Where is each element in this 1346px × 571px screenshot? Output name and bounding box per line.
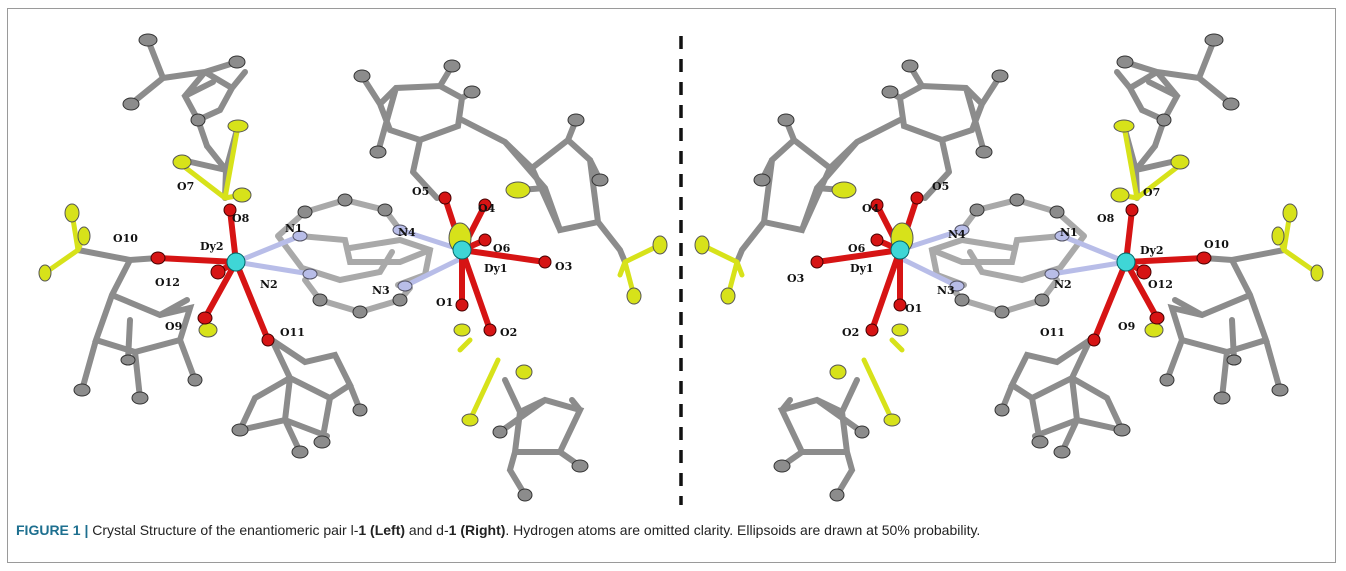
label-N1-right: N1 — [1060, 226, 1078, 239]
molecule-right: O4 O5 O6 O3 Dy1 O2 O1 N4 N1 N3 N2 O8 O7 … — [694, 33, 1324, 502]
label-O10: O10 — [113, 232, 138, 245]
label-N3: N3 — [372, 284, 390, 297]
label-N2-right: N2 — [1054, 278, 1072, 291]
label-Dy2: Dy2 — [200, 240, 224, 253]
caption-part: Crystal Structure of the enantiomeric pa… — [88, 522, 359, 538]
label-N1: N1 — [285, 222, 303, 235]
label-O7-right: O7 — [1143, 186, 1160, 199]
label-O3: O3 — [555, 260, 572, 273]
label-O12: O12 — [155, 276, 180, 289]
label-N4-right: N4 — [948, 228, 966, 241]
caption-text: Crystal Structure of the enantiomeric pa… — [88, 522, 980, 538]
figure-label: FIGURE 1 | — [16, 522, 89, 538]
molecule-left: O7 O8 O10 Dy2 O12 O9 O11 N1 N2 N3 N4 O5 … — [38, 33, 668, 502]
label-O10-right: O10 — [1204, 238, 1229, 251]
label-O1-right: O1 — [905, 302, 922, 315]
label-O4-right: O4 — [862, 202, 880, 215]
label-O5: O5 — [412, 185, 429, 198]
label-O5-right: O5 — [932, 180, 949, 193]
label-N3-right: N3 — [937, 284, 955, 297]
label-O9: O9 — [165, 320, 182, 333]
label-O9-right: O9 — [1118, 320, 1135, 333]
label-O8: O8 — [232, 212, 250, 225]
label-O1: O1 — [436, 296, 453, 309]
label-N2: N2 — [260, 278, 278, 291]
label-Dy2-right: Dy2 — [1140, 244, 1164, 257]
label-O2: O2 — [500, 326, 517, 339]
label-O3-right: O3 — [787, 272, 804, 285]
label-O8-right: O8 — [1097, 212, 1115, 225]
label-Dy1: Dy1 — [484, 262, 508, 275]
label-N4: N4 — [398, 226, 416, 239]
label-O2-right: O2 — [842, 326, 859, 339]
caption-part: 1 (Left) — [358, 522, 406, 538]
label-O4: O4 — [478, 202, 496, 215]
label-O7: O7 — [177, 180, 194, 193]
label-O6-right: O6 — [848, 242, 866, 255]
caption-part: and d- — [405, 522, 449, 538]
label-O11-right: O11 — [1040, 326, 1065, 339]
label-O12-right: O12 — [1148, 278, 1173, 291]
label-O11: O11 — [280, 326, 305, 339]
caption-part: . Hydrogen atoms are omitted clarity. El… — [505, 522, 981, 538]
caption-part: 1 (Right) — [448, 522, 506, 538]
label-O6: O6 — [493, 242, 511, 255]
figure-caption: FIGURE 1 | Crystal Structure of the enan… — [16, 522, 1326, 538]
label-Dy1-right: Dy1 — [850, 262, 874, 275]
